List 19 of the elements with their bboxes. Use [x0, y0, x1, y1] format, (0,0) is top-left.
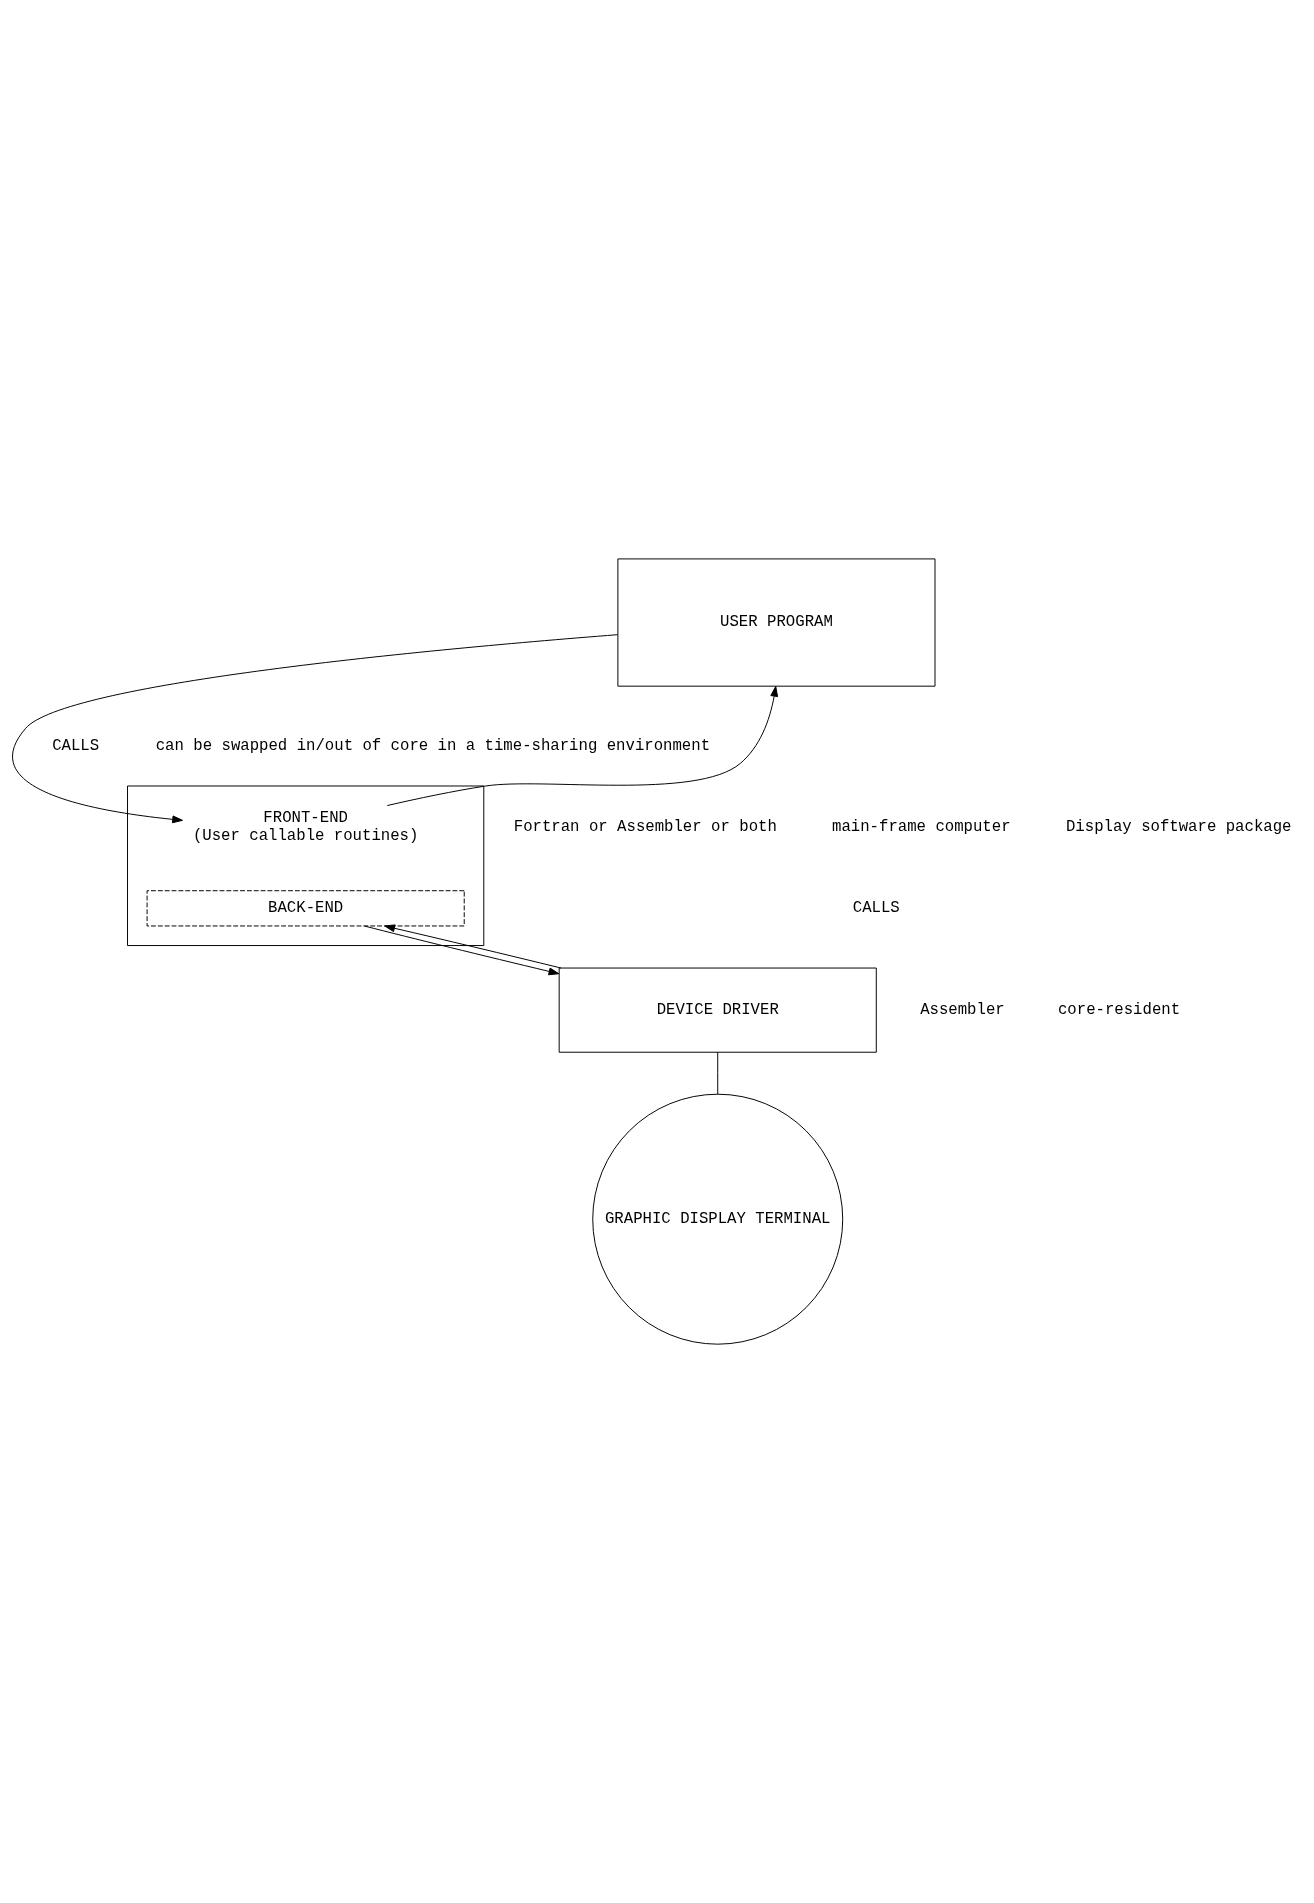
label: CALLS — [52, 736, 100, 755]
cluster — [127, 785, 485, 946]
node-box: DEVICE DRIVER — [558, 967, 877, 1053]
node-box: BACK-END — [146, 890, 465, 927]
arrow — [386, 685, 779, 807]
label: Fortran or Assembler or both — [513, 817, 777, 836]
label: core-resident — [1057, 1000, 1181, 1019]
node-text: FRONT-END (User callable routines) — [192, 809, 419, 845]
label: CALLS — [852, 899, 900, 918]
label: can be swapped in/out of core in a time-sharing environment — [155, 736, 711, 755]
label: main-frame computer — [832, 817, 1011, 836]
arrow — [12, 634, 618, 824]
node-box: USER PROGRAM — [617, 558, 936, 687]
label: Display software package — [1065, 817, 1292, 836]
arrow — [384, 924, 562, 969]
connector — [717, 1051, 719, 1095]
node-circle: GRAPHIC DISPLAY TERMINAL — [592, 1093, 844, 1345]
label: Assembler — [920, 1000, 1005, 1019]
arrow — [363, 925, 560, 976]
